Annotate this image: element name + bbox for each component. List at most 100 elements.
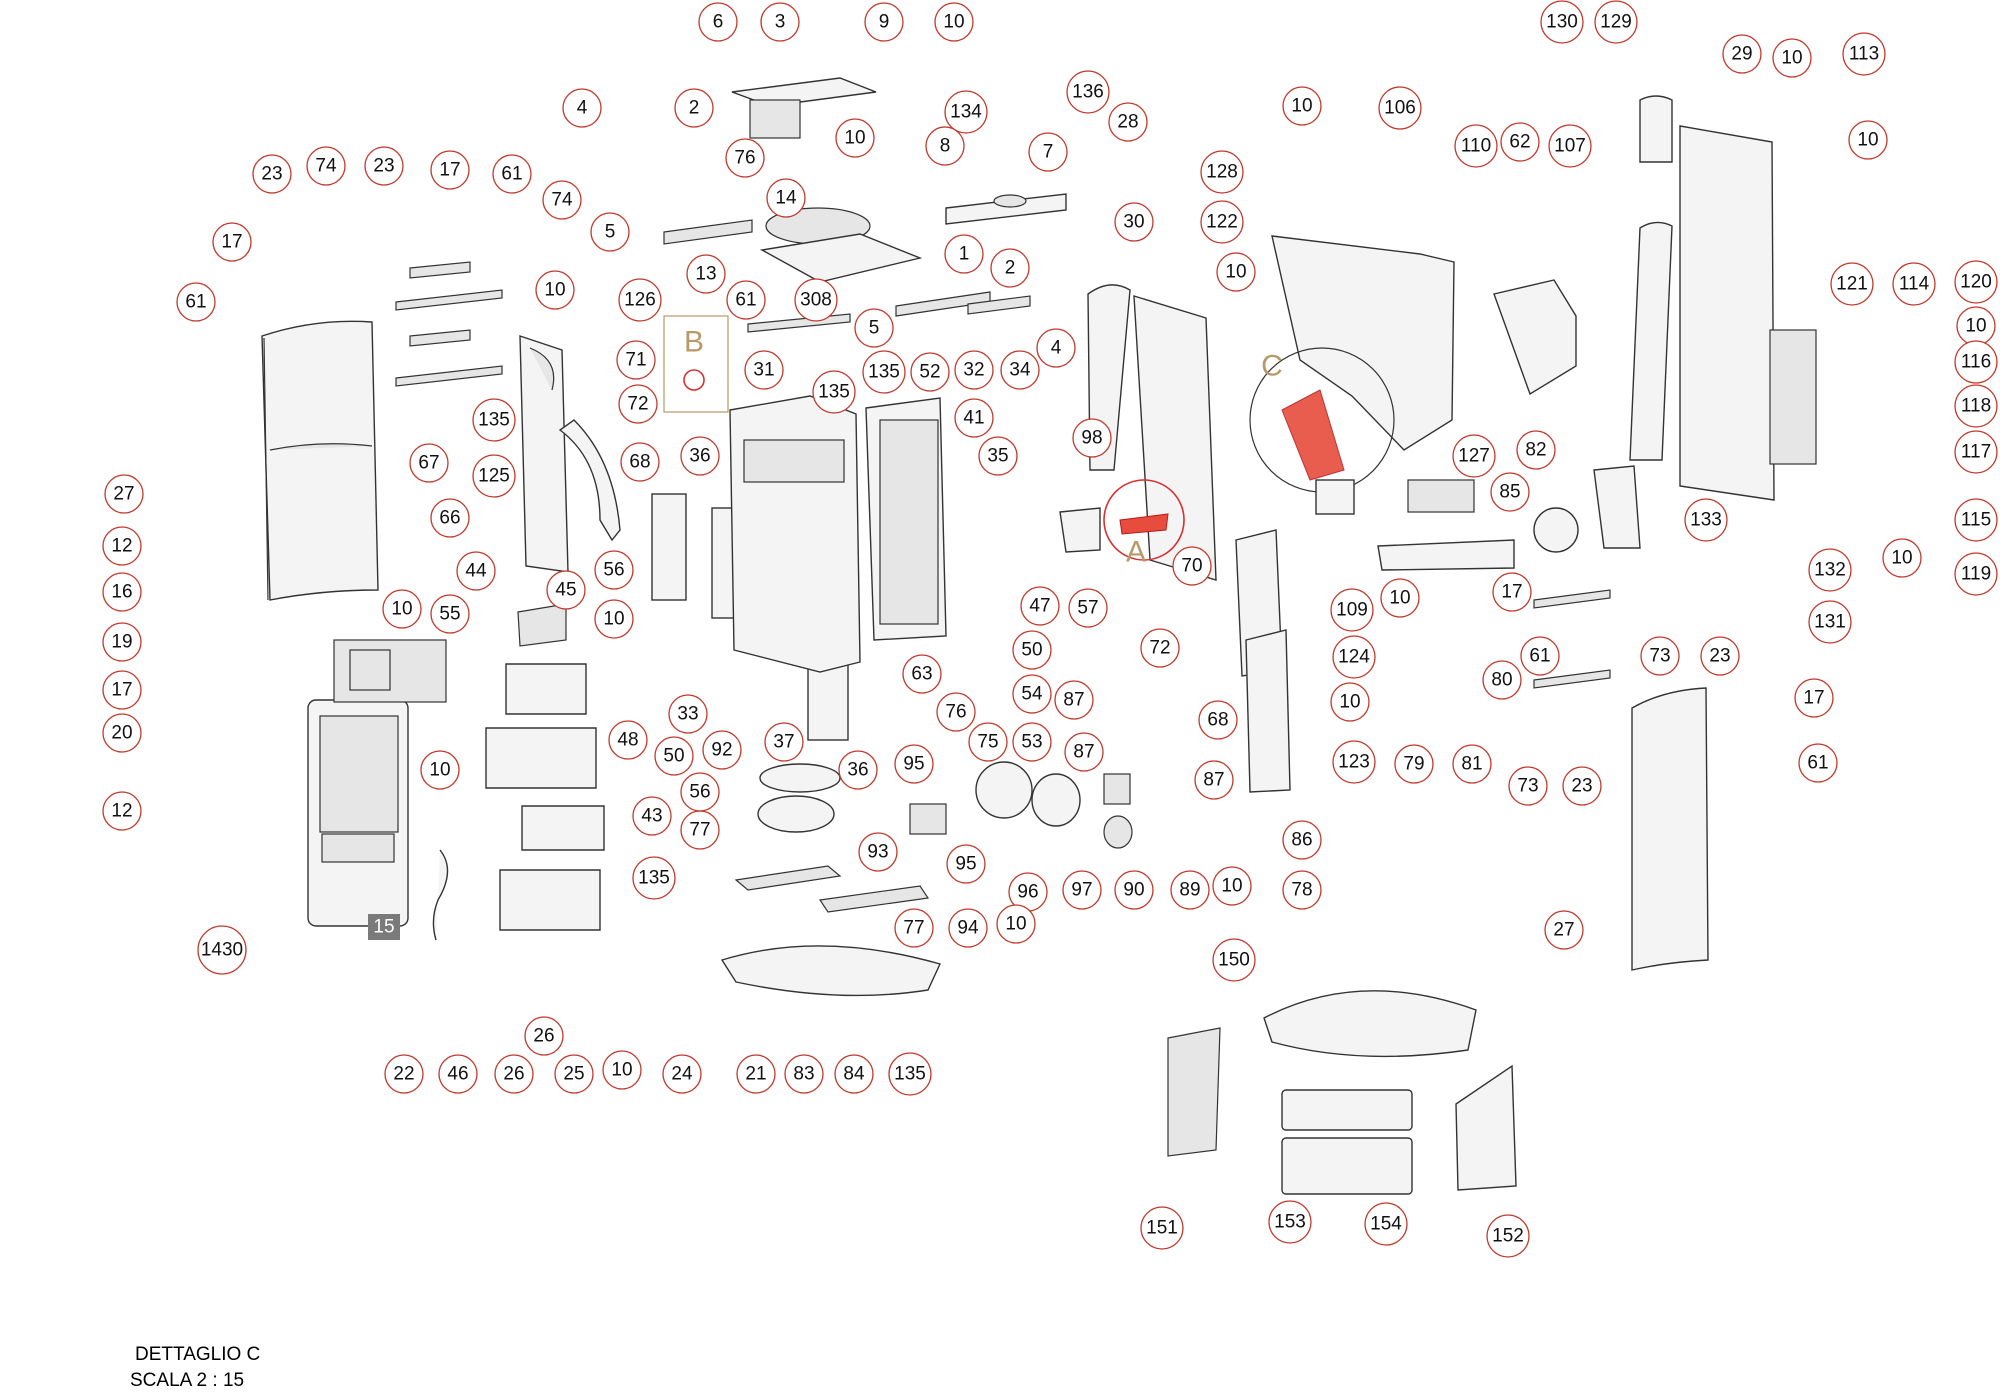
callout-24: 24 xyxy=(662,1054,702,1094)
callout-4: 4 xyxy=(1036,328,1076,368)
detail-circle-a xyxy=(1103,479,1185,561)
callout-label: 17 xyxy=(1803,688,1824,709)
callout-label: 48 xyxy=(617,730,638,751)
callout-label: 24 xyxy=(671,1064,693,1085)
callout-1: 1 xyxy=(944,234,984,274)
callout-circle xyxy=(1452,434,1496,478)
callout-circle xyxy=(1492,572,1532,612)
callout-308: 308 xyxy=(794,278,838,322)
callout-126: 126 xyxy=(618,278,662,322)
callout-circle xyxy=(252,154,292,194)
callout-10: 10 xyxy=(1848,120,1888,160)
callout-label: 57 xyxy=(1077,598,1098,619)
callout-label: 124 xyxy=(1338,647,1370,668)
callout-label: 12 xyxy=(111,536,132,557)
callout-circle xyxy=(925,126,965,166)
callout-label: 20 xyxy=(111,723,132,744)
callout-circle xyxy=(472,398,516,442)
callout-46: 46 xyxy=(438,1054,478,1094)
callout-circle xyxy=(306,146,346,186)
callout-circle xyxy=(197,925,247,975)
callout-circle xyxy=(456,551,496,591)
callout-label: 76 xyxy=(734,148,755,169)
callout-label: 128 xyxy=(1206,162,1238,183)
callout-label: 10 xyxy=(1965,316,1986,337)
callout-circle xyxy=(954,350,994,390)
callout-circle xyxy=(944,234,984,274)
callout-circle xyxy=(1198,700,1238,740)
callout-17: 17 xyxy=(430,150,470,190)
detail-letter-a: A xyxy=(1126,536,1146,569)
callout-label: 120 xyxy=(1960,272,1992,293)
callout-circle xyxy=(608,720,648,760)
callout-label: 84 xyxy=(843,1064,865,1085)
callout-label: 109 xyxy=(1336,600,1368,621)
callout-120: 120 xyxy=(1954,260,1998,304)
callout-label: 94 xyxy=(957,918,979,939)
callout-label: 74 xyxy=(551,190,573,211)
callout-circle xyxy=(1282,820,1322,860)
callout-circle xyxy=(1594,0,1638,44)
callout-circle xyxy=(1216,252,1256,292)
callout-label: 61 xyxy=(501,164,522,185)
callout-label: 32 xyxy=(963,360,984,381)
callout-label: 73 xyxy=(1649,646,1670,667)
callout-14: 14 xyxy=(766,178,806,218)
callout-circle xyxy=(542,180,582,220)
callout-label: 56 xyxy=(689,782,710,803)
callout-label: 153 xyxy=(1274,1212,1306,1233)
callout-28: 28 xyxy=(1108,102,1148,142)
callout-79: 79 xyxy=(1394,744,1434,784)
callout-label: 68 xyxy=(1207,710,1228,731)
callout-123: 123 xyxy=(1332,740,1376,784)
callout-4: 4 xyxy=(562,88,602,128)
callout-44: 44 xyxy=(456,551,496,591)
callout-circle xyxy=(978,436,1018,476)
callout-95: 95 xyxy=(894,744,934,784)
callout-label: 1 xyxy=(959,244,970,265)
callout-61: 61 xyxy=(176,282,216,322)
callout-36: 36 xyxy=(680,436,720,476)
callout-circle xyxy=(954,398,994,438)
callout-label: 13 xyxy=(695,264,716,285)
callout-circle xyxy=(632,856,676,900)
callout-136: 136 xyxy=(1066,70,1110,114)
callout-circle xyxy=(1330,588,1374,632)
callout-circle xyxy=(1000,350,1040,390)
callout-circle xyxy=(698,2,738,42)
callout-label: 27 xyxy=(1553,920,1574,941)
callout-circle xyxy=(1490,472,1530,512)
callout-17: 17 xyxy=(102,670,142,710)
callout-circle xyxy=(1848,120,1888,160)
callout-circle xyxy=(1140,1206,1184,1250)
callout-circle xyxy=(1772,38,1812,78)
callout-23: 23 xyxy=(1700,636,1740,676)
callout-circle xyxy=(430,594,470,634)
callout-label: 122 xyxy=(1206,212,1238,233)
callout-circle xyxy=(1012,674,1052,714)
callout-10: 10 xyxy=(594,599,634,639)
callout-95: 95 xyxy=(946,844,986,884)
callout-label: 68 xyxy=(629,452,650,473)
callout-10: 10 xyxy=(1956,306,1996,346)
callout-circle xyxy=(934,2,974,42)
callout-label: 56 xyxy=(603,560,624,581)
callout-label: 2 xyxy=(1005,258,1016,279)
callout-107: 107 xyxy=(1548,124,1592,168)
callout-circle xyxy=(1114,202,1154,242)
callout-29: 29 xyxy=(1722,34,1762,74)
callout-circle xyxy=(1212,938,1256,982)
callout-highlighted: 15 xyxy=(368,914,400,940)
callout-circle xyxy=(176,282,216,322)
callout-10: 10 xyxy=(1212,866,1252,906)
callout-circle xyxy=(662,1054,702,1094)
callout-10: 10 xyxy=(996,904,1036,944)
callout-label: 30 xyxy=(1123,212,1144,233)
callout-label: 152 xyxy=(1492,1226,1524,1247)
callout-61: 61 xyxy=(1520,636,1560,676)
callout-label: 31 xyxy=(753,360,774,381)
callout-label: 10 xyxy=(1781,48,1802,69)
callout-circle xyxy=(602,1050,642,1090)
callout-label: 10 xyxy=(611,1060,632,1081)
